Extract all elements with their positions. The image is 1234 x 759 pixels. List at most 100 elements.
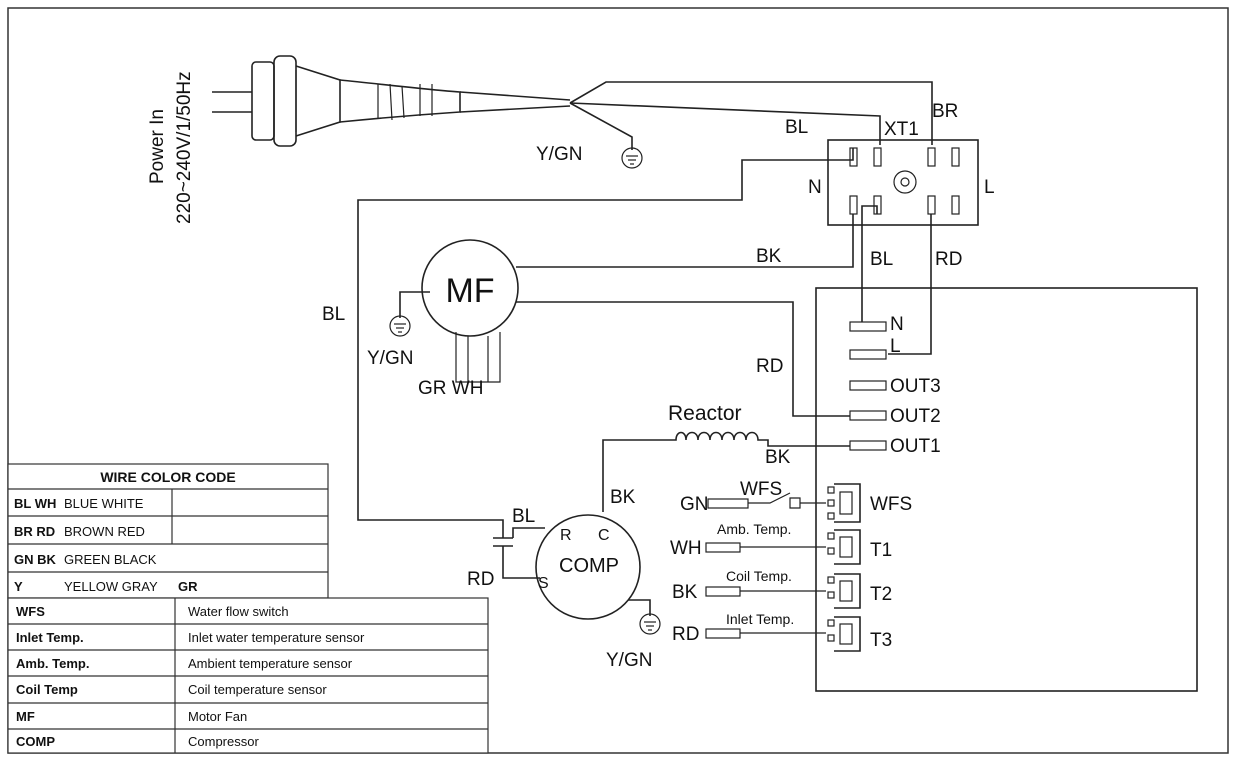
connector-t3 <box>827 616 861 652</box>
wire-bl-top <box>569 102 881 145</box>
wire-rd-mf <box>516 301 850 417</box>
wire-label-bk-comp: BK <box>610 487 636 508</box>
power-plug-icon <box>212 55 571 147</box>
board-label-n: N <box>890 314 904 335</box>
board-terminal-out2 <box>849 410 887 421</box>
color-code-row-name: GREEN BLACK <box>64 552 157 567</box>
board-label-l: L <box>890 336 901 357</box>
connector-t2 <box>827 573 861 609</box>
legend-abbr: COMP <box>16 734 55 749</box>
legend-desc: Motor Fan <box>188 709 247 724</box>
ground-icon <box>389 315 411 337</box>
board-terminal-out1 <box>849 440 887 451</box>
wire-label-bl-top: BL <box>785 117 808 138</box>
legend-desc: Inlet water temperature sensor <box>188 630 365 645</box>
legend-abbr: Inlet Temp. <box>16 630 84 645</box>
reactor-label: Reactor <box>668 402 742 425</box>
wire-label-ygn-mf: Y/GN <box>367 348 413 369</box>
motor-fan-label: MF <box>445 272 494 310</box>
power-label-line2: 220~240V/1/50Hz <box>174 71 195 224</box>
color-code-row-code: BL WH <box>14 496 56 511</box>
board-label-out3: OUT3 <box>890 376 941 397</box>
compressor-pin-s: S <box>538 575 549 592</box>
legend-desc: Water flow switch <box>188 604 289 619</box>
color-code-row-code: GN BK <box>14 552 57 567</box>
compressor-pin-c: C <box>598 527 610 544</box>
wire-color-code-table <box>7 463 329 599</box>
wire-ygn-plug <box>569 102 633 150</box>
wire-br <box>569 81 933 145</box>
control-board <box>815 287 1198 692</box>
board-label-out1: OUT1 <box>890 436 941 457</box>
diagram-frame <box>7 7 1229 754</box>
wire-label-rd-out: RD <box>935 249 962 270</box>
wire-label-bl-cap: BL <box>512 506 535 527</box>
wire-bl-out <box>861 205 878 322</box>
color-code-row-code: BR RD <box>14 524 55 539</box>
sensor-wire-bk: BK <box>672 582 698 603</box>
legend-desc: Compressor <box>188 734 259 749</box>
color-code-row-code: Y <box>14 579 23 594</box>
connector-t1 <box>827 529 861 565</box>
connector-label-t2: T2 <box>870 584 892 605</box>
legend-abbr: Amb. Temp. <box>16 656 89 671</box>
sensor-wire-gn: GN <box>680 494 709 515</box>
wire-label-gr-wh: GR WH <box>418 378 483 399</box>
legend-desc: Coil temperature sensor <box>188 682 327 697</box>
color-code-row-extra: GR <box>178 579 198 594</box>
wire-label-bl-left: BL <box>322 304 345 325</box>
wire-label-br: BR <box>932 101 958 122</box>
wire-label-rd-mf: RD <box>756 356 783 377</box>
legend-abbr: MF <box>16 709 35 724</box>
compressor-pin-r: R <box>560 527 572 544</box>
terminal-block-name: XT1 <box>884 119 919 140</box>
wire-bl-left <box>357 148 854 538</box>
capacitor-icon <box>493 537 513 547</box>
board-terminal-out3 <box>849 380 887 391</box>
sensor-label-wfs: WFS <box>740 479 782 500</box>
wire-label-rd-cap: RD <box>467 569 494 590</box>
board-terminal-n <box>849 321 887 332</box>
legend-table <box>7 597 489 754</box>
wfs-sensor-icon <box>707 498 749 509</box>
connector-wfs <box>827 483 861 523</box>
color-code-title: WIRE COLOR CODE <box>100 469 235 485</box>
wire-label-bl-out: BL <box>870 249 893 270</box>
wire-label-bk-reactor: BK <box>765 447 791 468</box>
amb-temp-sensor-icon <box>705 542 741 553</box>
color-code-row-name: YELLOW GRAY <box>64 579 158 594</box>
wire-label-bk-mf: BK <box>756 246 782 267</box>
legend-abbr: WFS <box>16 604 45 619</box>
sensor-connectors <box>827 483 861 652</box>
wire-label-ygn-plug: Y/GN <box>536 144 582 165</box>
board-terminal-l <box>849 349 887 360</box>
coil-temp-sensor-icon <box>705 586 741 597</box>
reactor-icon <box>602 431 850 512</box>
sensor-wire-rd: RD <box>672 624 699 645</box>
terminal-block-n: N <box>808 177 822 198</box>
wire-rd-out <box>888 214 932 355</box>
motor-fan-icon <box>421 239 519 337</box>
ground-icon <box>621 147 643 169</box>
board-terminals <box>849 321 887 451</box>
compressor-icon <box>535 514 641 620</box>
sensor-label-amb: Amb. Temp. <box>717 521 791 537</box>
connector-label-t3: T3 <box>870 630 892 651</box>
terminal-block-xt1 <box>827 139 979 226</box>
sensor-label-inlet: Inlet Temp. <box>726 611 794 627</box>
legend-abbr: Coil Temp <box>16 682 78 697</box>
wire-label-ygn-comp: Y/GN <box>606 650 652 671</box>
connector-label-t1: T1 <box>870 540 892 561</box>
power-label-line1: Power In <box>147 109 168 184</box>
color-code-row-name: BROWN RED <box>64 524 145 539</box>
compressor-label: COMP <box>559 555 619 577</box>
legend-desc: Ambient temperature sensor <box>188 656 353 671</box>
ground-icon <box>639 613 661 635</box>
terminal-block-l: L <box>984 177 995 198</box>
inlet-temp-sensor-icon <box>705 628 741 639</box>
color-code-row-name: BLUE WHITE <box>64 496 144 511</box>
sensor-label-coil: Coil Temp. <box>726 568 792 584</box>
board-label-out2: OUT2 <box>890 406 941 427</box>
sensor-wire-wh: WH <box>670 538 702 559</box>
